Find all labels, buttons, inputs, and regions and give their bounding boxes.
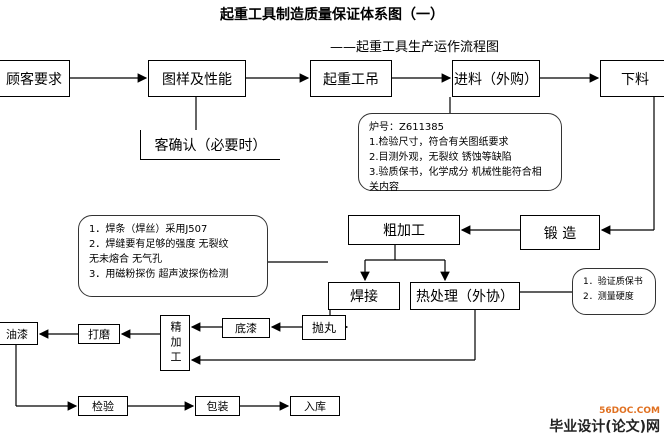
node-primer: 底漆 bbox=[222, 318, 270, 338]
node-welding: 焊接 bbox=[328, 282, 400, 310]
note-line: 1．验证质保书 bbox=[583, 277, 643, 287]
node-drawing: 图样及性能 bbox=[148, 60, 246, 97]
node-inspect: 检验 bbox=[78, 396, 128, 416]
node-incoming: 进料（外购） bbox=[452, 60, 540, 97]
note-line: 2．测量硬度 bbox=[583, 292, 634, 302]
node-confirm: 客确认（必要时） bbox=[140, 130, 280, 160]
node-shot: 抛丸 bbox=[302, 315, 346, 340]
note-line: 3．用磁粉探伤 超声波探伤检测 bbox=[89, 269, 229, 280]
logo-name: 毕业设计(论文)网 bbox=[549, 419, 660, 435]
logo-site: 56DOC.COM bbox=[599, 406, 660, 416]
note-line: 2．焊缝要有足够的强度 无裂纹 bbox=[89, 239, 229, 250]
note-heat: 1．验证质保书 2．测量硬度 bbox=[572, 268, 656, 315]
node-pack: 包装 bbox=[195, 396, 240, 416]
node-paint: 油漆 bbox=[0, 322, 38, 345]
node-grind: 打磨 bbox=[78, 324, 120, 344]
subtitle: ——起重工具生产运作流程图 bbox=[330, 40, 500, 55]
node-rough: 粗加工 bbox=[348, 215, 460, 245]
node-store: 入库 bbox=[290, 396, 340, 416]
node-forging: 锻 造 bbox=[520, 215, 600, 250]
note-line: 炉号：Z611385 bbox=[369, 122, 445, 133]
note-line: 1．焊条（焊丝）采用J507 bbox=[89, 224, 208, 235]
note-incoming: 炉号：Z611385 1.检验尺寸，符合有关图纸要求 2.目测外观，无裂纹 锈蚀… bbox=[358, 113, 562, 193]
node-heat: 热处理（外协） bbox=[410, 282, 520, 310]
note-line: 3.验质保书，化学成分 机械性能符合相关内容 bbox=[369, 167, 542, 193]
note-line: 无未熔合 无气孔 bbox=[89, 254, 163, 265]
node-customer: 顾客要求 bbox=[0, 60, 70, 97]
note-line: 2.目测外观，无裂纹 锈蚀等缺陷 bbox=[369, 152, 512, 163]
node-crane: 起重工吊 bbox=[310, 60, 392, 97]
note-line: 1.检验尺寸，符合有关图纸要求 bbox=[369, 137, 509, 148]
node-finish: 精加工 bbox=[160, 315, 190, 371]
page-title: 起重工具制造质量保证体系图（一） bbox=[220, 7, 444, 23]
note-welding: 1．焊条（焊丝）采用J507 2．焊缝要有足够的强度 无裂纹 无未熔合 无气孔 … bbox=[78, 215, 268, 297]
node-cutting: 下料 bbox=[600, 60, 664, 97]
site-logo: 56DOC.COM 毕业设计(论文)网 bbox=[549, 406, 660, 436]
